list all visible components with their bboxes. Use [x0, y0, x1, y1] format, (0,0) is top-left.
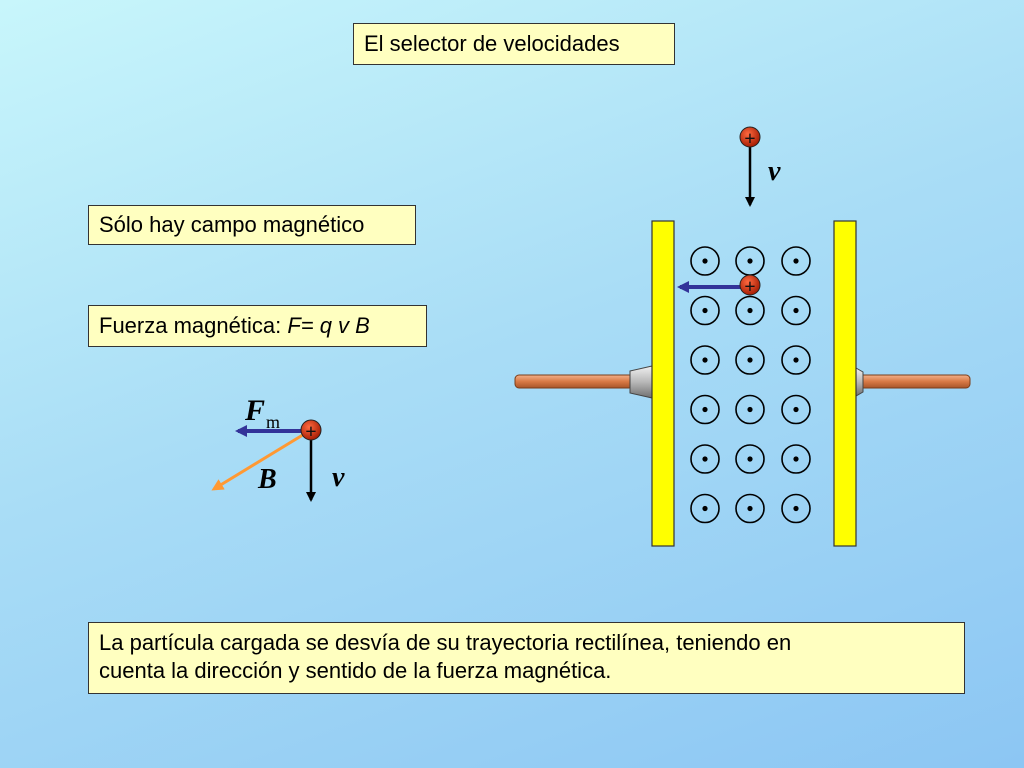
- field-out-of-page-symbol: [690, 394, 720, 425]
- charge-sign: +: [305, 421, 316, 443]
- left-rod: [514, 374, 634, 389]
- title-text: El selector de velocidades: [364, 31, 620, 56]
- field-out-of-page-symbol: [781, 295, 811, 326]
- velocity-symbol: v: [332, 462, 345, 493]
- field-out-of-page-symbol: [690, 295, 720, 326]
- left-connector: [629, 365, 653, 399]
- field-out-of-page-symbol: [735, 444, 765, 474]
- field-charge-icon: +: [739, 274, 761, 298]
- force-subscript: m: [266, 412, 280, 432]
- field-out-of-page-symbol: [735, 246, 765, 276]
- field-out-of-page-symbol: [781, 246, 811, 276]
- vector-diagram: + F m B v: [211, 394, 345, 502]
- only-magnetic-field-box: Sólo hay campo magnético: [88, 205, 416, 245]
- incoming-charge-icon: +: [739, 126, 761, 150]
- field-out-of-page-symbol: [690, 444, 720, 474]
- incoming-charge-sign: +: [744, 128, 755, 150]
- magnetic-force-formula: F= q v B: [287, 313, 370, 338]
- charge-icon: +: [300, 419, 322, 443]
- magnetic-field-arrow: [211, 431, 307, 491]
- magnetic-field-dots: [690, 246, 811, 524]
- field-out-of-page-symbol: [735, 295, 765, 326]
- field-out-of-page-symbol: [690, 493, 720, 524]
- magnetic-force-box: Fuerza magnética: F= q v B: [88, 305, 427, 347]
- field-out-of-page-symbol: [781, 345, 811, 375]
- field-out-of-page-symbol: [735, 493, 765, 524]
- incoming-velocity-symbol: v: [768, 156, 781, 187]
- velocity-selector: + v +: [514, 126, 971, 547]
- conclusion-line-2: cuenta la dirección y sentido de la fuer…: [99, 658, 612, 683]
- field-out-of-page-symbol: [781, 394, 811, 425]
- force-symbol: F: [244, 394, 265, 427]
- field-symbol: B: [257, 464, 277, 495]
- only-magnetic-field-text: Sólo hay campo magnético: [99, 212, 365, 237]
- field-out-of-page-symbol: [735, 394, 765, 425]
- field-out-of-page-symbol: [781, 444, 811, 474]
- field-charge-sign: +: [744, 276, 755, 298]
- field-out-of-page-symbol: [735, 345, 765, 375]
- right-connector: [855, 367, 864, 397]
- right-rod: [857, 374, 971, 389]
- field-out-of-page-symbol: [690, 345, 720, 375]
- conclusion-line-1: La partícula cargada se desvía de su tra…: [99, 630, 792, 655]
- left-plate: [651, 220, 675, 547]
- field-out-of-page-symbol: [690, 246, 720, 276]
- magnetic-force-prefix: Fuerza magnética:: [99, 313, 288, 338]
- field-out-of-page-symbol: [781, 493, 811, 524]
- conclusion-box: La partícula cargada se desvía de su tra…: [88, 622, 965, 694]
- title-box: El selector de velocidades: [353, 23, 675, 65]
- right-plate: [833, 220, 857, 547]
